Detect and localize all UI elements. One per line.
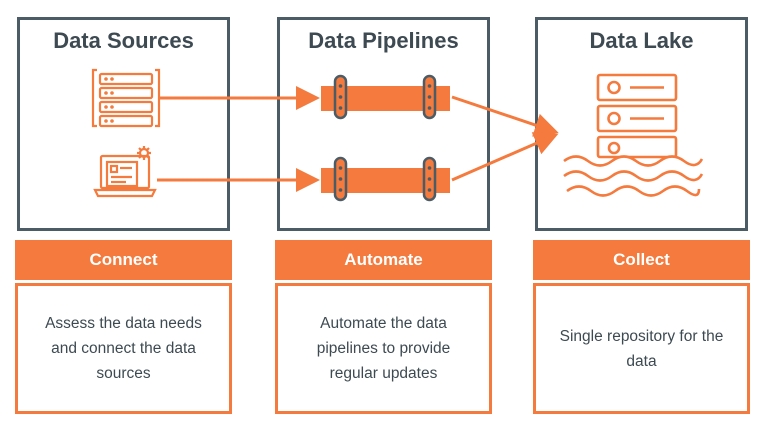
connect-description-box: Assess the data needs and connect the da… [15,283,232,414]
connect-label: Connect [15,240,232,280]
data-lake-title: Data Lake [589,28,694,53]
data-pipelines-title: Data Pipelines [308,28,459,53]
automate-description-box: Automate the data pipelines to provide r… [275,283,492,414]
data-lake-icon [563,73,704,197]
data-lake-panel: Data Lake [535,17,748,231]
collect-description: Single repository for the data [559,327,724,370]
automate-description: Automate the data pipelines to provide r… [316,315,451,382]
data-sources-title: Data Sources [53,28,194,53]
arrow-pipeline-top-to-lake [451,95,559,137]
automate-label: Automate [275,240,492,280]
laptop-form-icon [93,146,157,198]
flow-arrows [157,86,559,192]
data-pipelines-panel: Data Pipelines [277,17,490,231]
arrow-pipeline-bottom-to-lake [451,132,559,182]
collect-label: Collect [533,240,750,280]
connect-description: Assess the data needs and connect the da… [45,315,202,382]
pipeline-bottom-icon [321,156,450,202]
pipeline-top-icon [321,74,450,120]
collect-description-box: Single repository for the data [533,283,750,414]
server-icon [91,68,161,128]
